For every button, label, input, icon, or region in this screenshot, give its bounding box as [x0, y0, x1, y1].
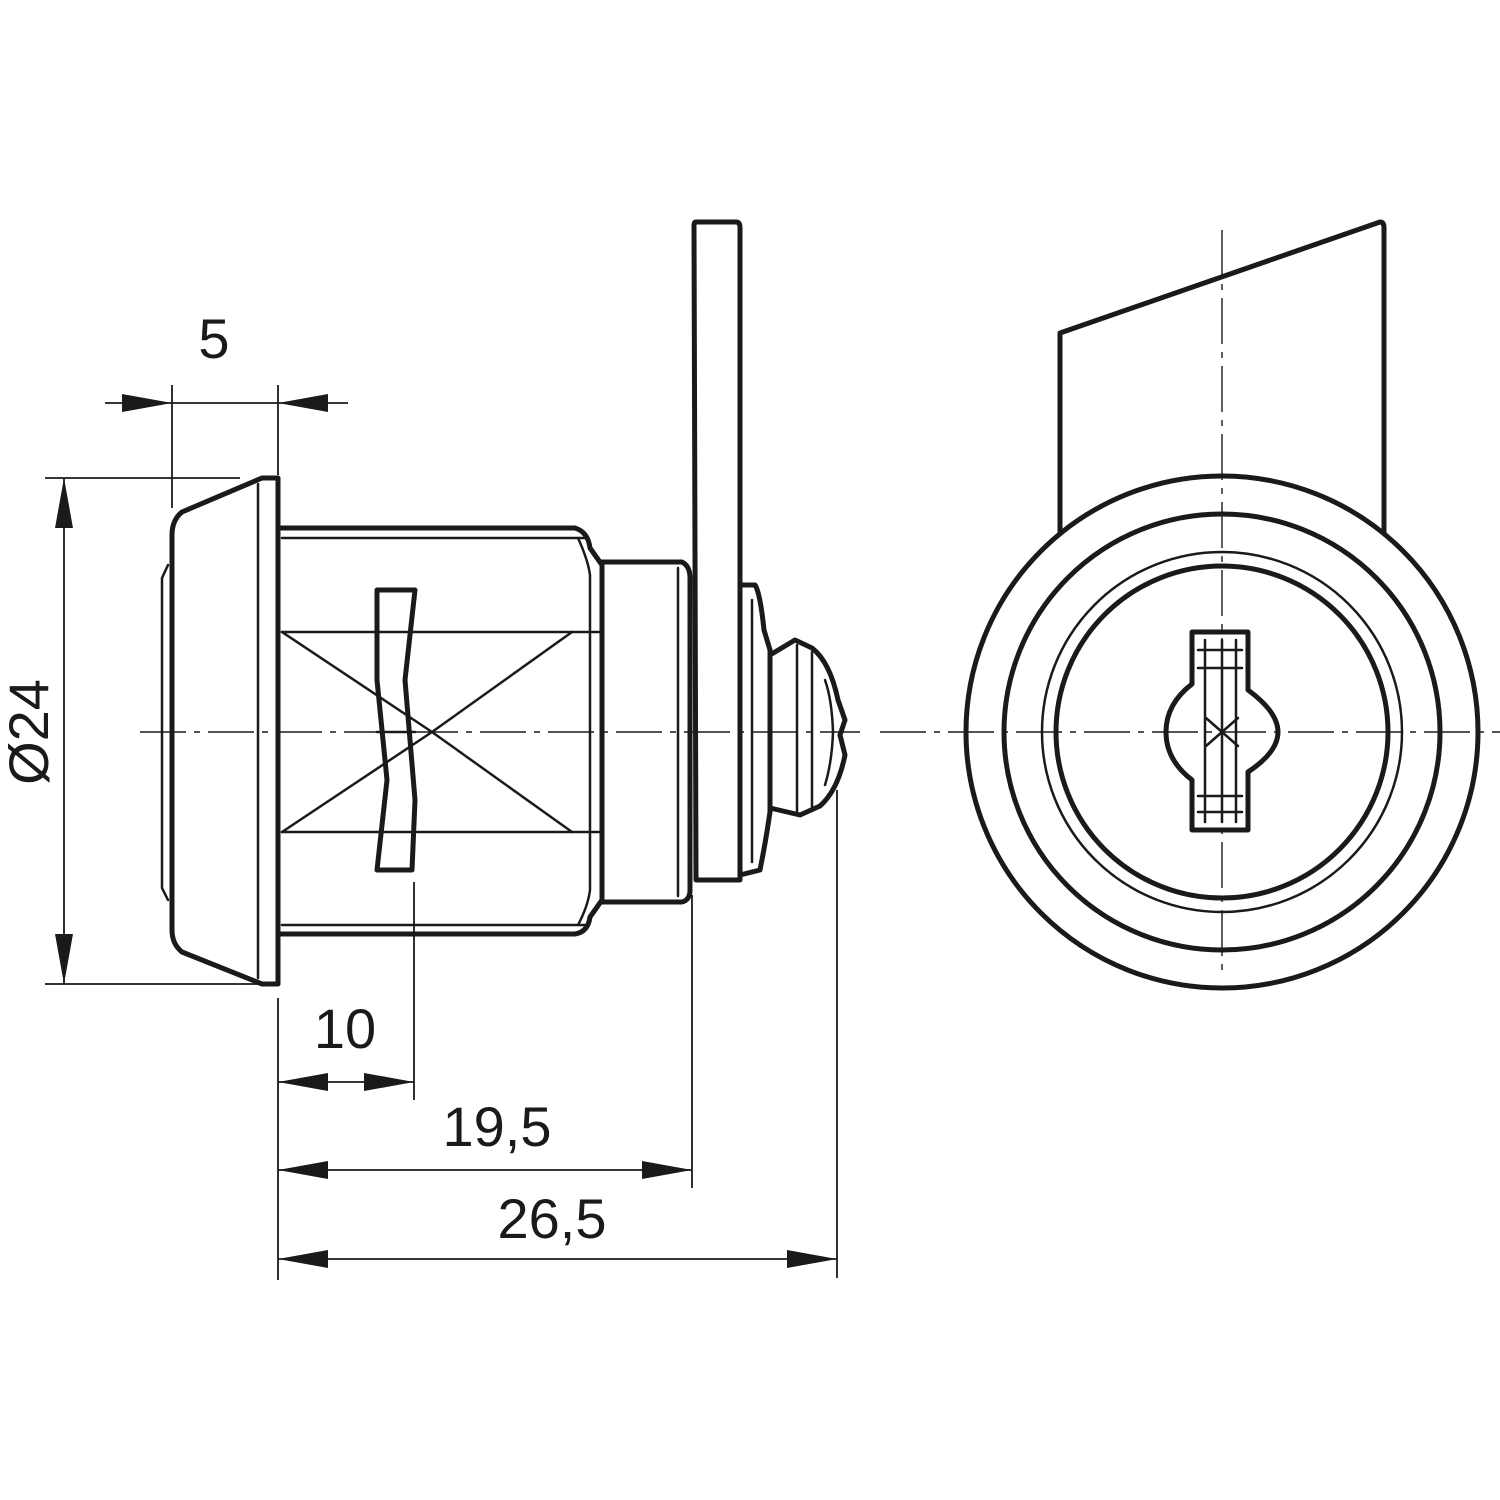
flange-bezel	[169, 475, 281, 987]
threaded-body	[275, 525, 605, 937]
cam-screw-tip	[767, 637, 848, 818]
arrow-265-right	[787, 1250, 837, 1268]
arrow-24-top	[55, 478, 73, 528]
body-neck	[599, 559, 693, 905]
body-hex-right	[430, 630, 574, 834]
hex-nut	[374, 587, 418, 873]
dim-label-10: 10	[314, 997, 376, 1060]
cam-screw-head	[737, 582, 773, 878]
dim-label-5: 5	[198, 307, 229, 370]
arrow-195-left	[278, 1161, 328, 1179]
arrow-5-left	[122, 394, 172, 412]
arrow-24-bottom	[55, 934, 73, 984]
arrow-10-right	[364, 1073, 414, 1091]
arrow-5-right	[278, 394, 328, 412]
cam-screw-tip-inner	[795, 643, 835, 814]
arrow-265-left	[278, 1250, 328, 1268]
cam-tongue	[1057, 219, 1387, 535]
body-contour-right	[576, 536, 592, 927]
plug-ring-circle	[1040, 550, 1404, 914]
keyway-center-mark	[1204, 716, 1240, 748]
arrow-195-right	[642, 1161, 692, 1179]
dim-label-24: Ø24	[0, 679, 60, 785]
front-view	[880, 219, 1500, 991]
plug-circle	[1053, 563, 1391, 901]
side-view	[140, 219, 860, 987]
bezel-inner-circle	[1001, 511, 1443, 953]
cam-plate	[691, 219, 743, 883]
dim-label-195: 19,5	[443, 1095, 552, 1158]
dim-label-265: 26,5	[498, 1187, 607, 1250]
flange-face-line	[160, 563, 170, 902]
dimensions: 5 Ø24 10 19,5 26,5	[0, 307, 838, 1280]
keyway-slot	[1163, 629, 1281, 833]
bezel-outer-circle	[963, 473, 1481, 991]
arrow-10-left	[278, 1073, 328, 1091]
